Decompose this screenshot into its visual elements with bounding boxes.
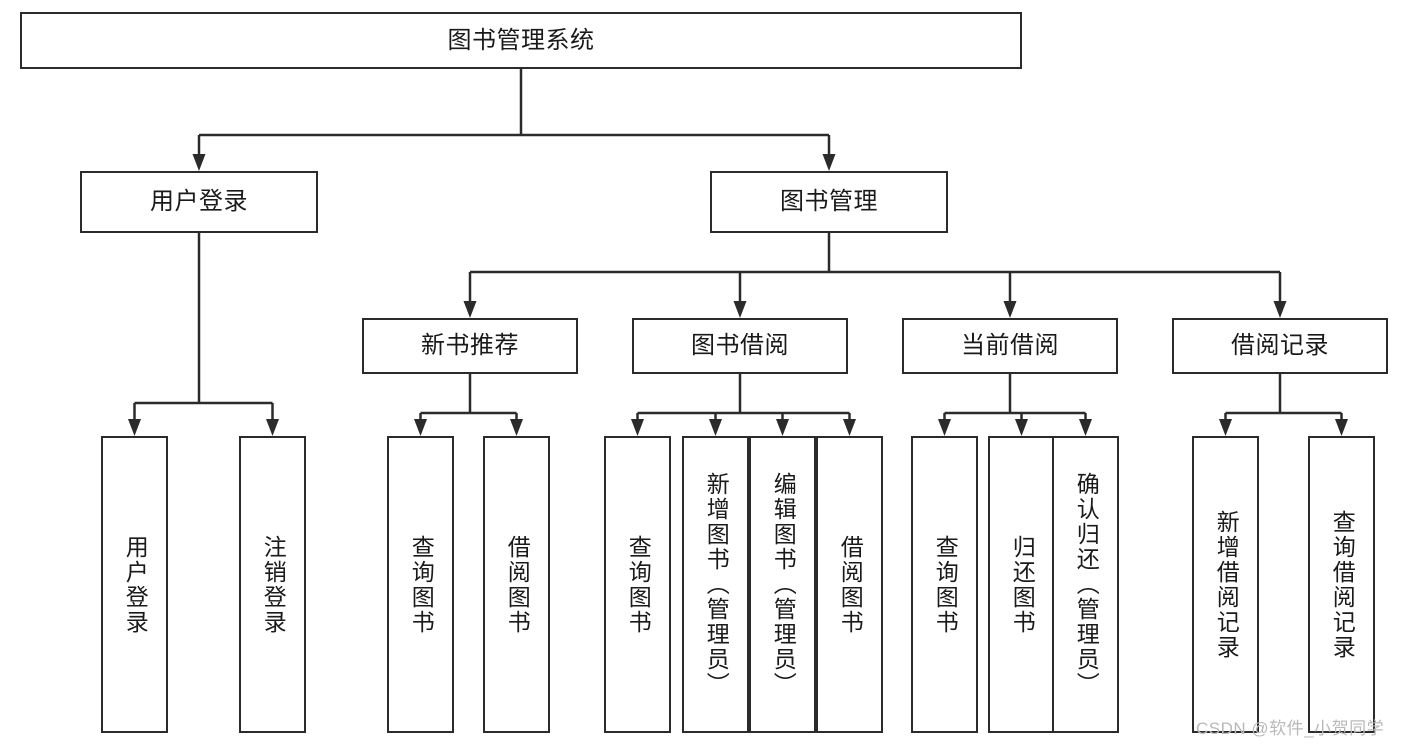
arrowhead-icon bbox=[1273, 301, 1287, 318]
node-label: 查询图书 bbox=[932, 534, 959, 635]
node-leaf-add-book-admin: 新增图书（管理员） bbox=[682, 436, 749, 733]
node-label: 编辑图书（管理员） bbox=[770, 472, 797, 697]
arrowhead-icon bbox=[709, 419, 722, 436]
node-current-borrow: 当前借阅 bbox=[902, 318, 1118, 374]
arrowhead-icon bbox=[510, 419, 523, 436]
node-leaf-add-borrow-record: 新增借阅记录 bbox=[1192, 436, 1259, 733]
node-label: 查询借阅记录 bbox=[1329, 509, 1356, 660]
arrowhead-icon bbox=[1219, 419, 1232, 436]
node-leaf-edit-book-admin: 编辑图书（管理员） bbox=[749, 436, 816, 733]
node-leaf-user-login: 用户登录 bbox=[101, 436, 168, 733]
node-leaf-query-book-2: 查询图书 bbox=[604, 436, 671, 733]
arrowhead-icon bbox=[938, 419, 951, 436]
arrowhead-icon bbox=[1003, 301, 1017, 318]
node-label: 新增图书（管理员） bbox=[703, 472, 730, 697]
arrowhead-icon bbox=[463, 301, 477, 318]
node-label: 当前借阅 bbox=[961, 332, 1059, 360]
node-root: 图书管理系统 bbox=[20, 12, 1022, 69]
arrowhead-icon bbox=[776, 419, 789, 436]
arrowhead-icon bbox=[192, 154, 206, 171]
arrowhead-icon bbox=[822, 154, 836, 171]
node-leaf-logout: 注销登录 bbox=[239, 436, 306, 733]
node-label: 借阅图书 bbox=[837, 534, 864, 635]
node-label: 借阅记录 bbox=[1231, 332, 1329, 360]
node-label: 图书管理 bbox=[780, 188, 878, 216]
arrowhead-icon bbox=[128, 419, 141, 436]
node-label: 图书借阅 bbox=[691, 332, 789, 360]
node-borrow-record: 借阅记录 bbox=[1172, 318, 1388, 374]
arrowhead-icon bbox=[414, 419, 427, 436]
node-label: 查询图书 bbox=[408, 534, 435, 635]
node-leaf-confirm-return-admin: 确认归还（管理员） bbox=[1052, 436, 1119, 733]
node-label: 注销登录 bbox=[260, 534, 287, 635]
node-user-login: 用户登录 bbox=[80, 171, 318, 233]
arrowhead-icon bbox=[266, 419, 279, 436]
node-leaf-borrow-book-1: 借阅图书 bbox=[483, 436, 550, 733]
arrowhead-icon bbox=[843, 419, 856, 436]
node-leaf-query-book-3: 查询图书 bbox=[911, 436, 978, 733]
node-new-book-recommend: 新书推荐 bbox=[362, 318, 578, 374]
arrowhead-icon bbox=[1015, 419, 1028, 436]
node-leaf-query-book-1: 查询图书 bbox=[387, 436, 454, 733]
node-label: 新增借阅记录 bbox=[1213, 509, 1240, 660]
node-book-manage: 图书管理 bbox=[710, 171, 948, 233]
node-label: 确认归还（管理员） bbox=[1073, 472, 1100, 697]
node-leaf-query-borrow-record: 查询借阅记录 bbox=[1308, 436, 1375, 733]
node-label: 用户登录 bbox=[122, 534, 149, 635]
arrowhead-icon bbox=[1079, 419, 1092, 436]
node-leaf-borrow-book-2: 借阅图书 bbox=[816, 436, 883, 733]
arrowhead-icon bbox=[631, 419, 644, 436]
node-label: 借阅图书 bbox=[504, 534, 531, 635]
node-book-borrow: 图书借阅 bbox=[632, 318, 848, 374]
node-label: 用户登录 bbox=[150, 188, 248, 216]
arrowhead-icon bbox=[1335, 419, 1348, 436]
node-label: 新书推荐 bbox=[421, 332, 519, 360]
node-label: 查询图书 bbox=[625, 534, 652, 635]
node-label: 归还图书 bbox=[1009, 534, 1036, 635]
arrowhead-icon bbox=[733, 301, 747, 318]
node-leaf-return-book: 归还图书 bbox=[988, 436, 1055, 733]
node-label: 图书管理系统 bbox=[447, 26, 595, 54]
